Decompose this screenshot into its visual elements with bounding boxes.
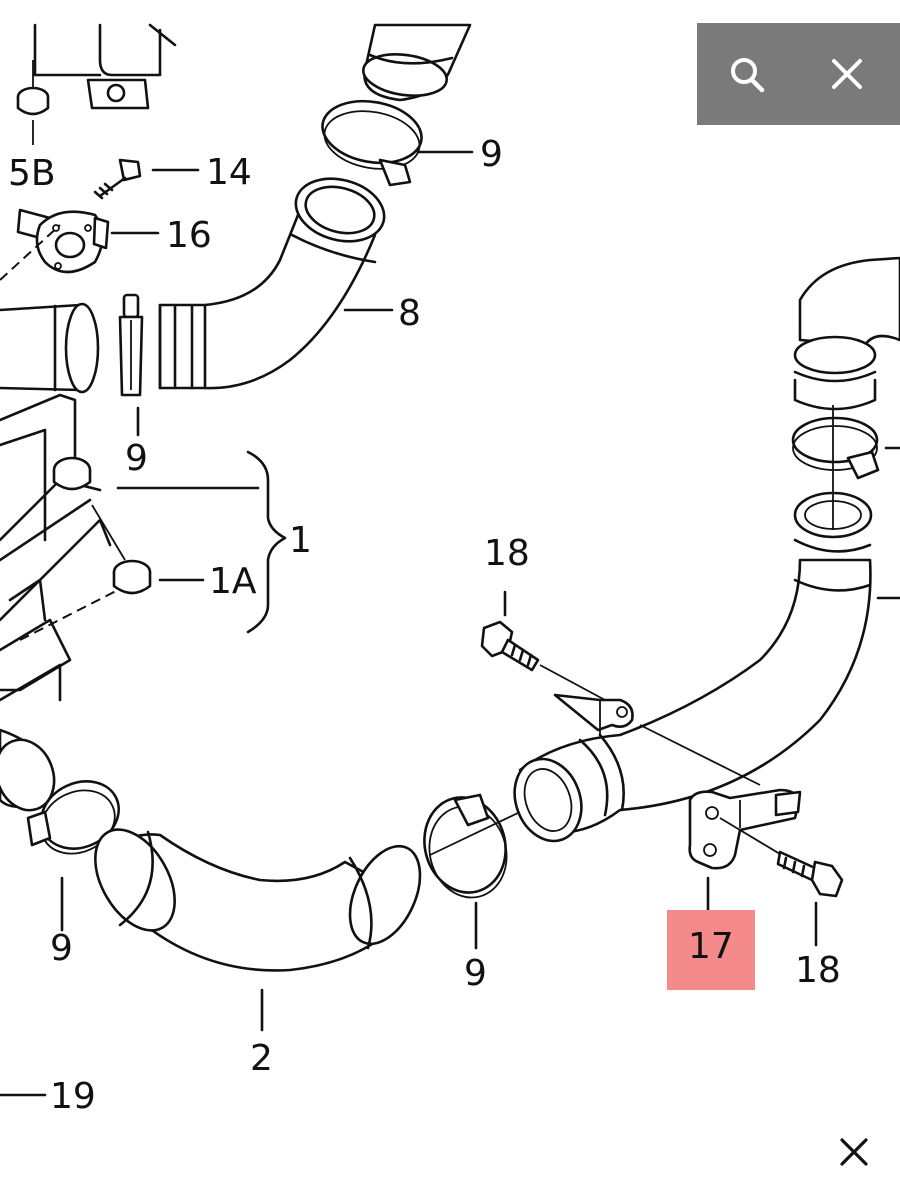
label-14: 14 xyxy=(206,152,252,193)
close-icon xyxy=(840,1138,868,1166)
label-1A: 1A xyxy=(209,561,257,602)
close-button[interactable] xyxy=(797,23,897,125)
close-icon xyxy=(832,59,862,89)
label-5B: 5B xyxy=(8,153,56,194)
grommet-1A xyxy=(19,504,205,641)
label-1: 1 xyxy=(289,520,312,561)
flange-16 xyxy=(0,208,160,281)
bolt-18-lower xyxy=(719,817,844,947)
label-8: 8 xyxy=(398,293,421,334)
sensor-9 xyxy=(118,293,144,437)
hose-right xyxy=(513,491,900,843)
zoom-button[interactable] xyxy=(697,23,797,125)
label-19: 19 xyxy=(50,1076,96,1117)
label-18-lower: 18 xyxy=(795,950,841,991)
hose-8 xyxy=(158,177,394,390)
label-2: 2 xyxy=(250,1038,273,1079)
bracket-17 xyxy=(688,788,802,870)
nut-5B xyxy=(16,60,50,145)
search-icon xyxy=(731,58,765,93)
clamp-9-top xyxy=(321,99,474,187)
upper-right-hose xyxy=(793,256,900,411)
assembly-line xyxy=(639,724,761,786)
highlight-17 xyxy=(667,910,755,990)
label-18-top: 18 xyxy=(484,533,530,574)
bolt-14 xyxy=(93,158,200,200)
hose-2 xyxy=(94,828,422,1032)
clamp-9-left xyxy=(26,780,120,932)
intercooler-pipe xyxy=(0,302,100,394)
label-17: 17 xyxy=(688,926,734,967)
bolt-18-top xyxy=(480,590,606,701)
image-toolbar xyxy=(697,23,900,125)
clamp-9-right xyxy=(791,405,900,530)
label-9-left: 9 xyxy=(50,928,73,969)
dismiss-button[interactable] xyxy=(830,1128,878,1176)
group-bracket xyxy=(246,450,287,634)
lower-left-pipe xyxy=(0,728,56,812)
label-9-sensor: 9 xyxy=(125,438,148,479)
upper-hose xyxy=(362,23,472,102)
label-16: 16 xyxy=(166,215,212,256)
clamp-9-middle xyxy=(423,793,521,950)
label-9-top: 9 xyxy=(480,134,503,175)
label-9-middle: 9 xyxy=(464,953,487,994)
bracket-part xyxy=(33,23,177,110)
hose-bracket xyxy=(553,693,634,735)
